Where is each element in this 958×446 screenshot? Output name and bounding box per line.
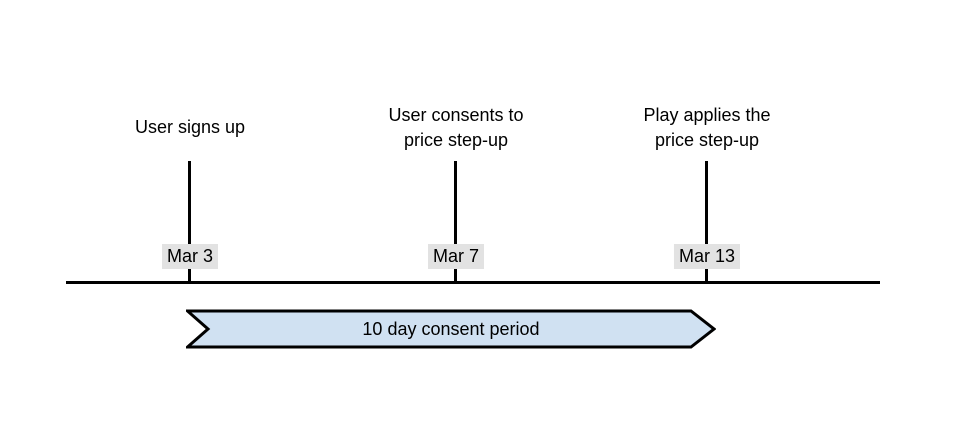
- timeline-axis: [66, 281, 880, 284]
- event-tick-stem-3: [705, 161, 708, 283]
- event-tick-stem-1: [188, 161, 191, 283]
- event-date-chip-3: Mar 13: [673, 244, 741, 269]
- event-date-chip-1: Mar 3: [161, 244, 219, 269]
- event-caption-1: User signs up: [134, 117, 246, 137]
- event-caption-2: User consents to price step-up: [388, 105, 524, 150]
- consent-period-banner-shape: [186, 309, 716, 349]
- event-date-chip-2: Mar 7: [427, 244, 485, 269]
- event-caption-3: Play applies the price step-up: [643, 105, 771, 150]
- event-tick-stem-2: [454, 161, 457, 283]
- consent-period-banner: 10 day consent period: [186, 309, 716, 349]
